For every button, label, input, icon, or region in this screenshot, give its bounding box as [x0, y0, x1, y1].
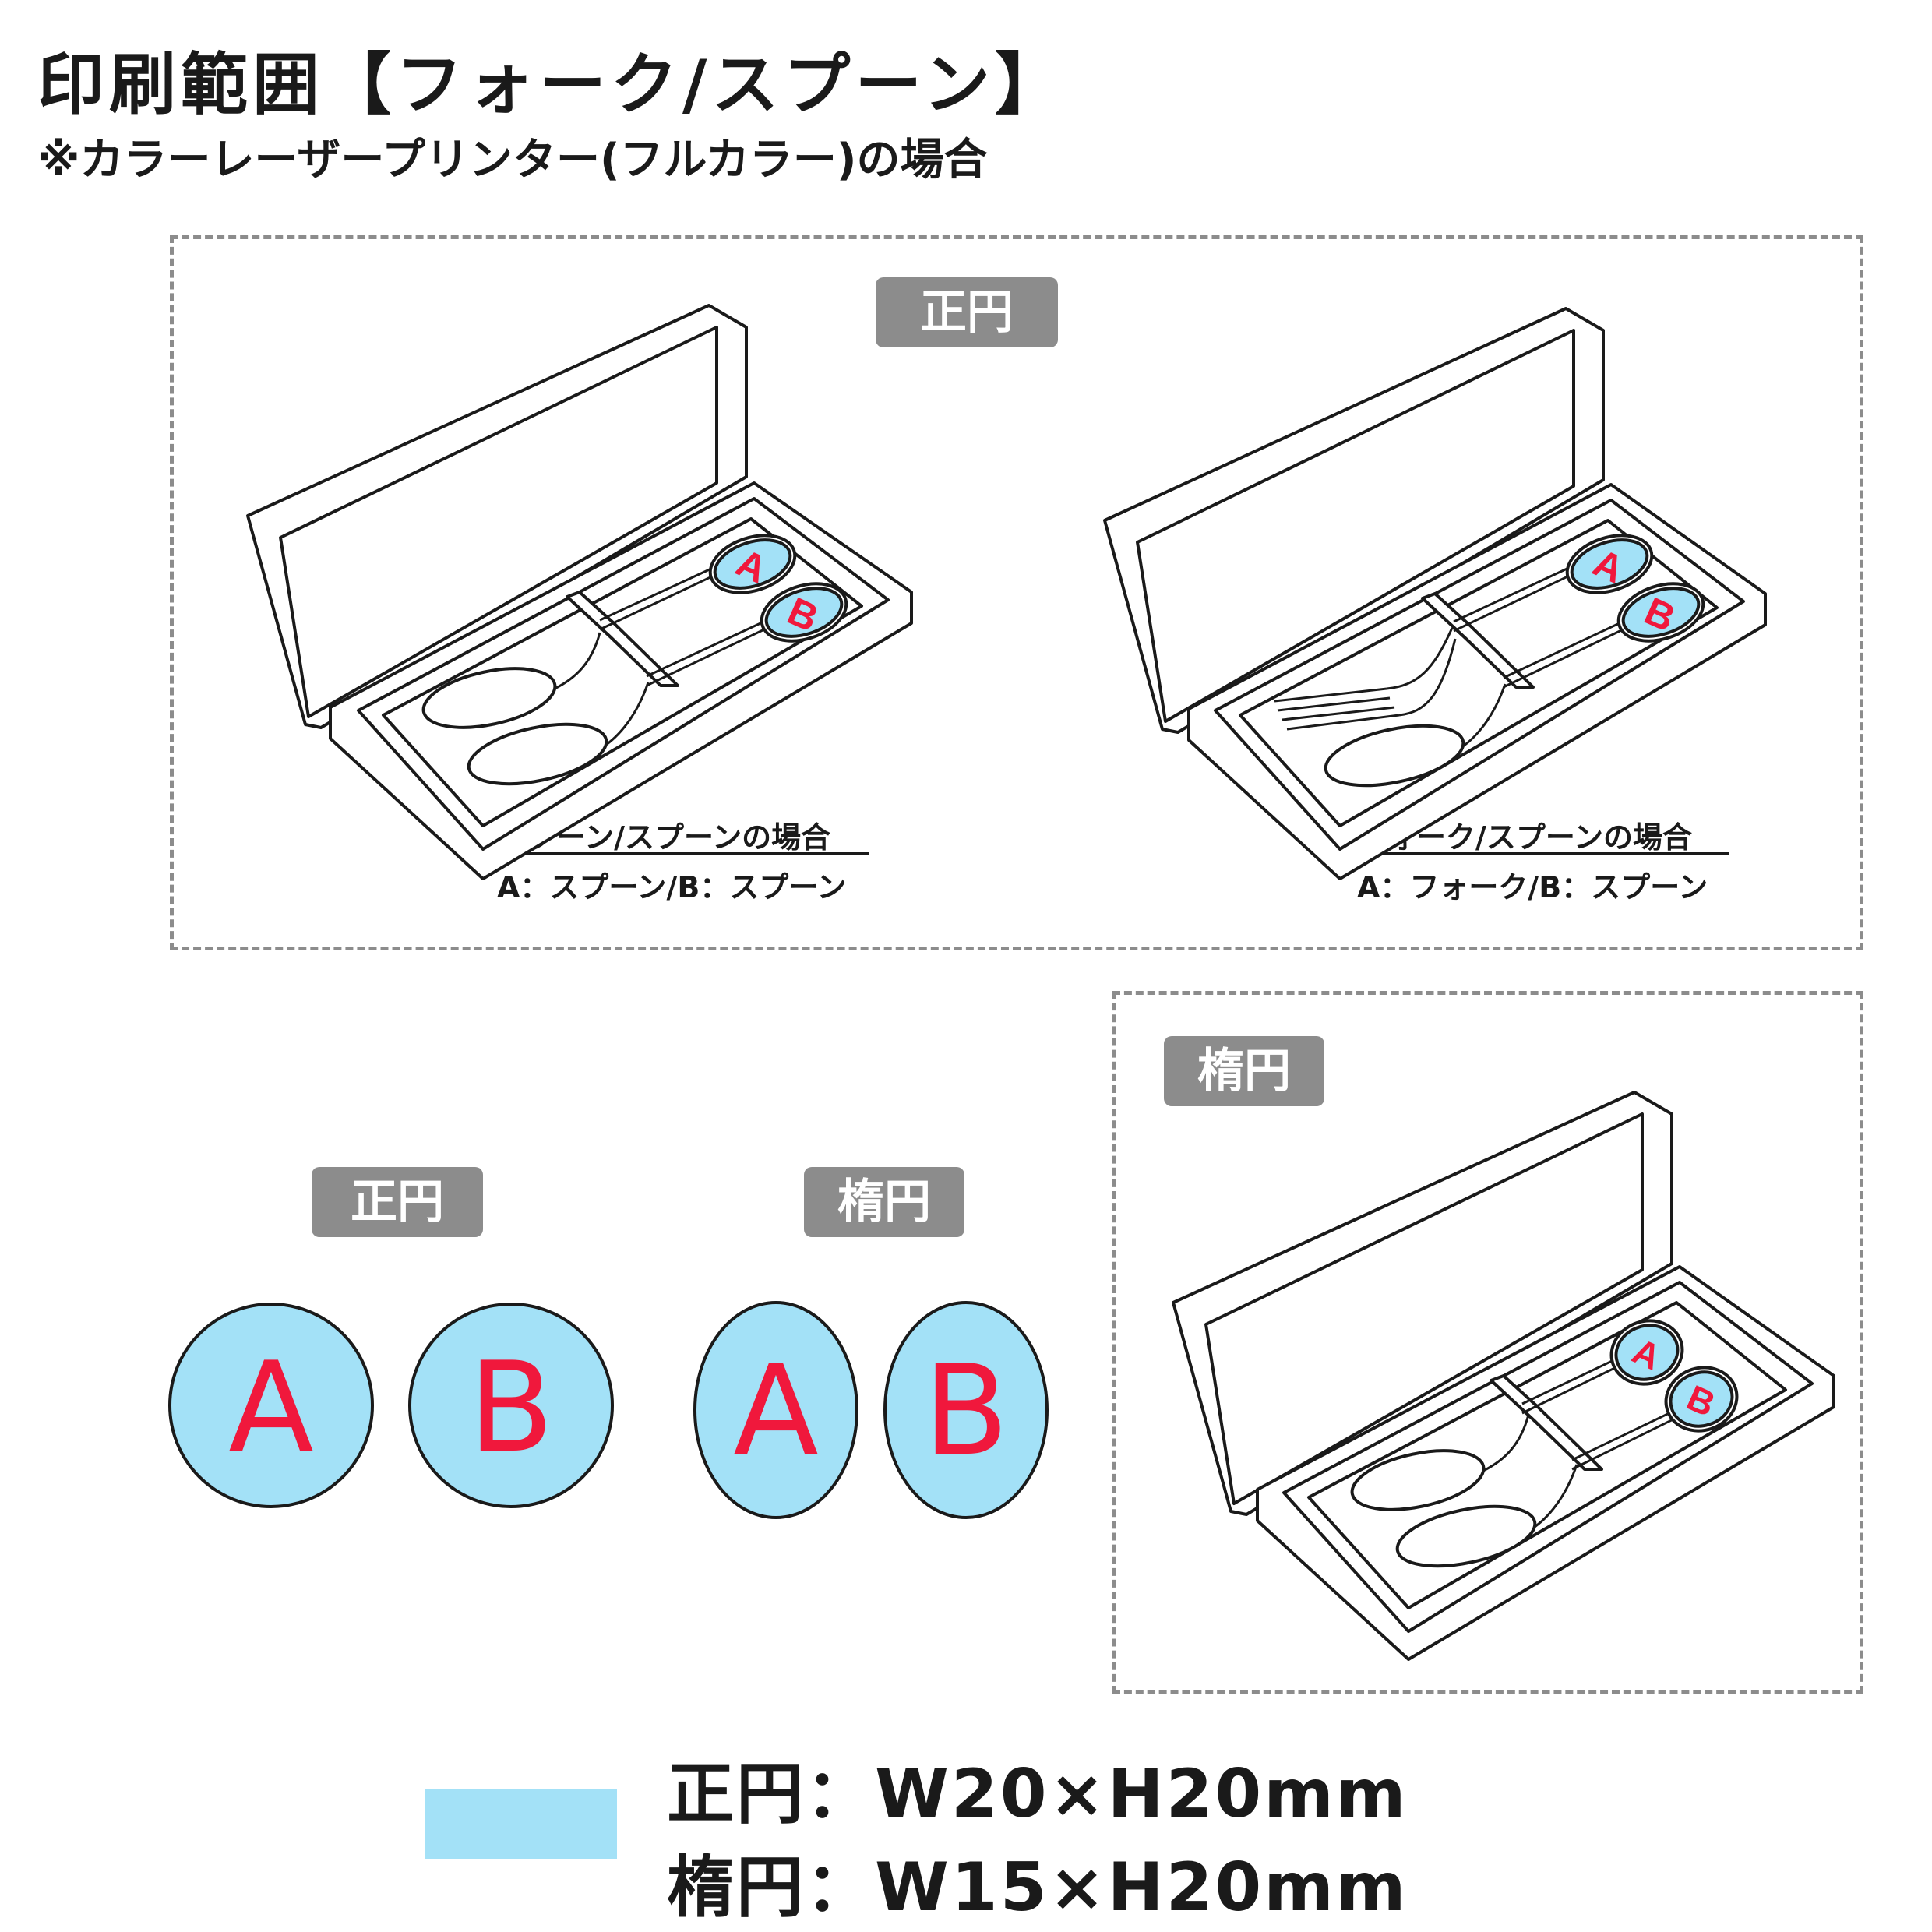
panel-bottom-oval: [1112, 991, 1863, 1694]
print-area-b-right: [1621, 587, 1701, 638]
case-oval: A B: [1172, 1091, 1835, 1661]
print-area-a-oval: [1614, 1324, 1680, 1381]
caption-left-underline: [495, 852, 869, 855]
badge-top-round: 正円: [876, 277, 1058, 347]
sample-circle-label-a: A: [228, 1334, 313, 1480]
print-area-a: [713, 538, 792, 590]
sample-circle-label-b: B: [468, 1334, 554, 1480]
fork-head: [1274, 627, 1457, 731]
case-lid-inner-left: [279, 326, 718, 718]
spoon-bowl-right: [1324, 724, 1465, 788]
sample-round-shapes: A B: [168, 1303, 614, 1508]
spoon-bowl-b: [467, 722, 608, 786]
sample-circle-b: [408, 1303, 614, 1508]
print-area-a-right: [1570, 538, 1649, 590]
caption-left-case-detail: A：スプーン/B：スプーン: [497, 870, 847, 904]
sample-circle-a: [168, 1303, 374, 1508]
sample-oval-label-b: B: [923, 1338, 1009, 1483]
case-divider-right: [1421, 592, 1535, 689]
caption-right-underline: [1356, 852, 1729, 855]
badge-sample-round: 正円: [312, 1167, 483, 1237]
legend-round-size: 正円：W20×H20mm: [667, 1755, 1408, 1833]
legend-print-area-swatch: [425, 1789, 617, 1859]
case-spoon-spoon: A B: [246, 304, 913, 880]
print-area-b: [764, 587, 844, 638]
sample-oval-label-a: A: [733, 1338, 818, 1483]
badge-sample-oval: 楕円: [804, 1167, 964, 1237]
spoon-bowl-a: [421, 667, 557, 729]
sample-oval-b: [883, 1301, 1049, 1519]
case-lid-inner-right: [1136, 329, 1575, 723]
page-note: ※カラーレーザープリンター(フルカラー)の場合: [37, 135, 988, 185]
sample-oval-shapes: A B: [693, 1301, 1049, 1519]
spoon-handle-b: [646, 612, 781, 678]
panel-top-round: [170, 235, 1863, 950]
sample-oval-a: [693, 1301, 858, 1519]
case-divider-left: [566, 591, 679, 687]
caption-right-case-detail: A：フォーク/B：スプーン: [1357, 870, 1708, 904]
print-area-b-oval: [1669, 1370, 1734, 1428]
case-fork-spoon: A B: [1103, 307, 1767, 880]
spoon-handle-b2: [646, 620, 781, 687]
page-title: 印刷範囲【フォーク/スプーン】: [37, 46, 1067, 124]
badge-bottom-oval: 楕円: [1164, 1036, 1324, 1106]
legend-oval-size: 楕円：W15×H20mm: [667, 1849, 1408, 1927]
